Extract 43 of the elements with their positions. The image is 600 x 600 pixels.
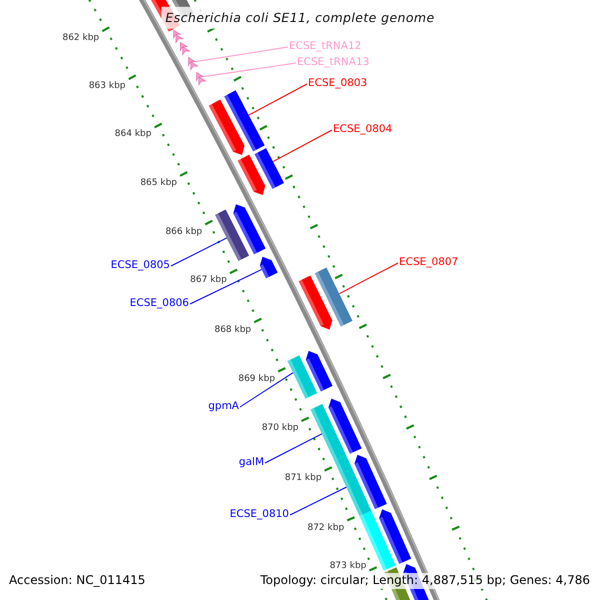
scale-label: 866 kbp [165, 226, 202, 237]
gene-feature [260, 256, 278, 278]
gene-label: ECSE_0804 [333, 123, 392, 136]
gene-label: gpmA [208, 400, 239, 412]
trna-feature [196, 72, 207, 86]
leader-line [170, 237, 228, 266]
scale-label: 872 kbp [307, 522, 344, 533]
scale-label: 862 kbp [62, 33, 100, 44]
gene-feature [254, 148, 284, 189]
gene-feature [215, 209, 250, 262]
gene-label: ECSE_0806 [130, 297, 189, 310]
gene-label: ECSE_0805 [110, 259, 170, 272]
leader-line [194, 46, 288, 62]
leader-line [202, 62, 296, 78]
gene-label: ECSE_tRNA13 [297, 56, 370, 68]
gene-feature [224, 90, 265, 152]
gene-feature [334, 455, 372, 516]
leader-line [248, 84, 308, 116]
gene-feature [314, 268, 352, 326]
leader-line [338, 262, 398, 294]
gene-feature [287, 355, 318, 399]
leader-line [290, 486, 347, 516]
gene-label: ECSE_0810 [230, 508, 289, 520]
scale-label: 870 kbp [262, 423, 298, 434]
gene-feature [310, 404, 346, 461]
scale-label: 865 kbp [140, 178, 178, 188]
scale-label: 867 kbp [190, 275, 227, 286]
leader-line [264, 433, 322, 464]
accession-text: Accession: NC_011415 [7, 573, 148, 589]
gene-label: ECSE_tRNA12 [289, 40, 362, 52]
gene-label: ECSE_0803 [308, 77, 368, 90]
trna-feature [188, 56, 199, 71]
leader-line [240, 372, 294, 408]
leader-line [190, 268, 262, 304]
scale-label: 871 kbp [284, 472, 322, 484]
gene-label: galM [238, 456, 264, 468]
scale-label: 869 kbp [238, 374, 276, 384]
scale-label: 863 kbp [88, 81, 126, 92]
leader-line [272, 130, 332, 162]
scale-label: 864 kbp [114, 129, 152, 140]
scale-label: 873 kbp [330, 560, 366, 572]
gene-label: ECSE_0807 [399, 256, 458, 268]
scale-label: 868 kbp [214, 324, 252, 335]
